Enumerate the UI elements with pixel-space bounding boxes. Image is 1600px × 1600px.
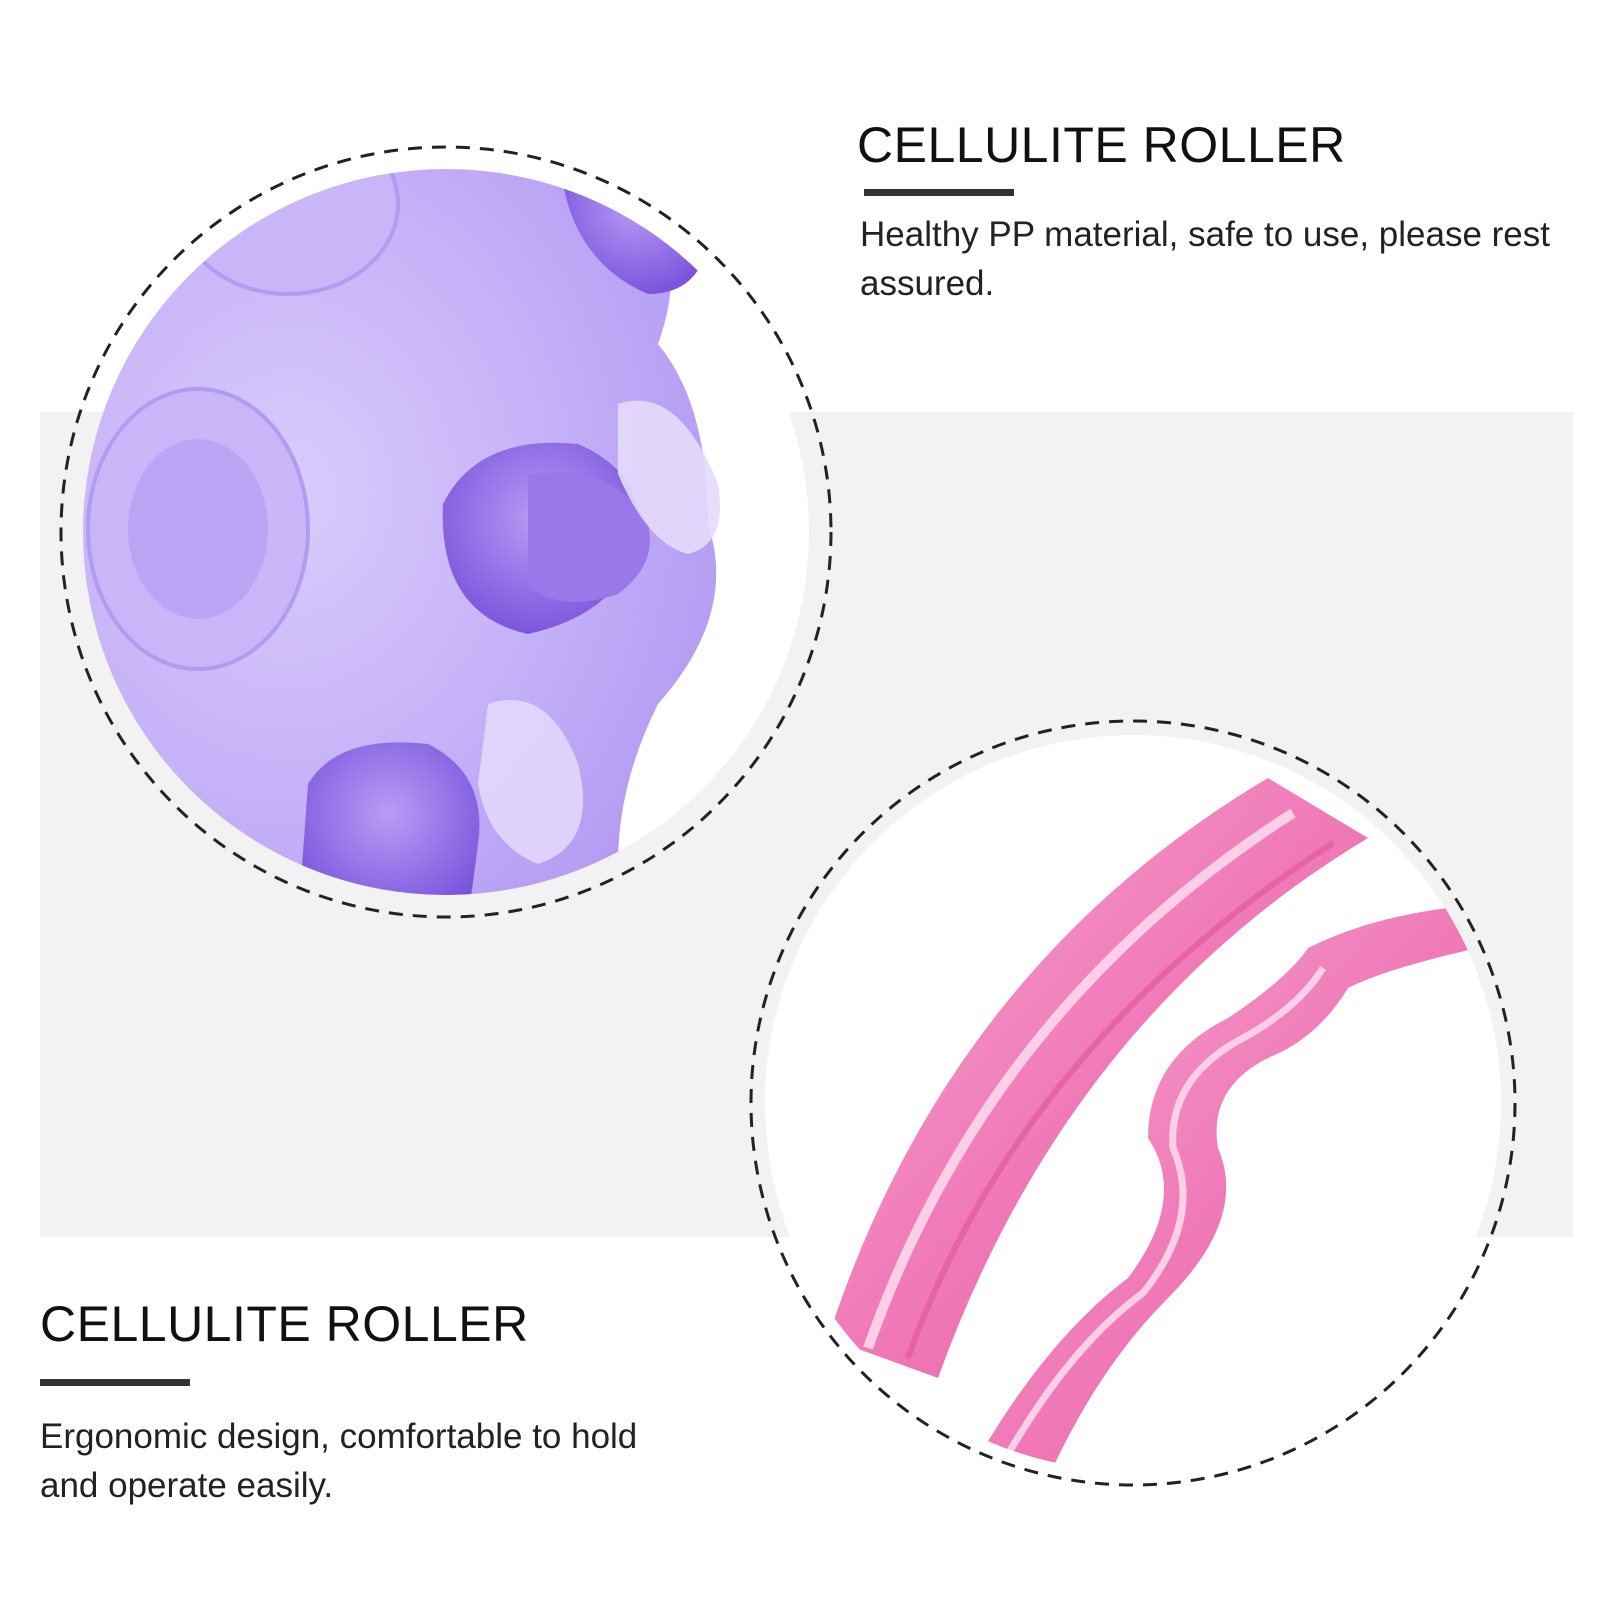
feature-1-description: Healthy PP material, safe to use, please… [860,215,1550,303]
feature-2-title: CELLULITE ROLLER [40,1296,529,1352]
feature-1-title: CELLULITE ROLLER [857,117,1346,173]
purple-roller-closeup-image [59,145,833,919]
feature-2-description: Ergonomic design, comfortable to hold an… [40,1417,638,1505]
pink-roller-handle-closeup-image [749,719,1517,1487]
feature-1-divider [864,189,1014,196]
feature-2-divider [40,1379,190,1386]
